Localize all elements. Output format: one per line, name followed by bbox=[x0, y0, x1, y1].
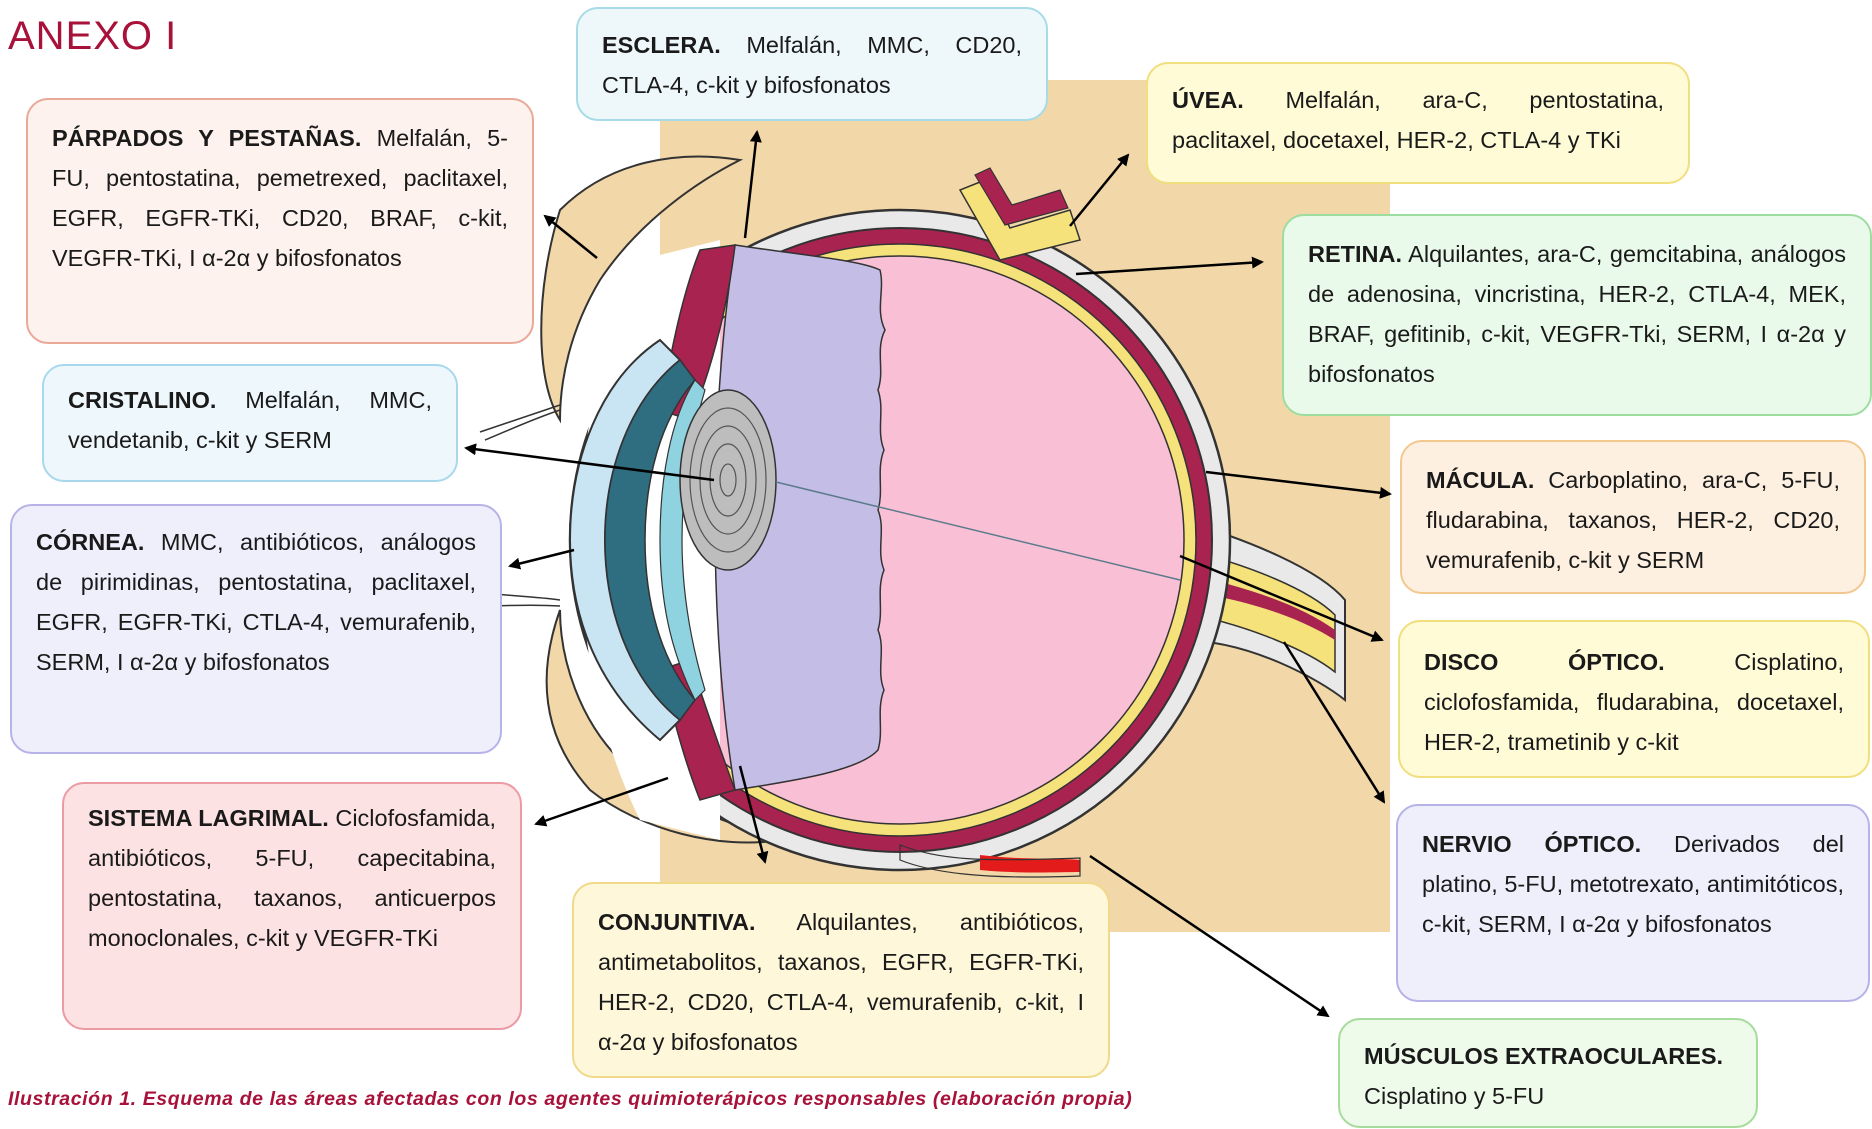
figure-caption: Ilustración 1. Esquema de las áreas afec… bbox=[8, 1088, 1132, 1111]
label-box-cristalino: CRISTALINO. Melfalán, MMC, vendetanib, c… bbox=[42, 364, 458, 482]
label-box-nervio-optico: NERVIO ÓPTICO. Derivados del platino, 5-… bbox=[1396, 804, 1870, 1002]
label-text: Cisplatino y 5-FU bbox=[1364, 1083, 1544, 1109]
label-box-uvea: ÚVEA. Melfalán, ara-C, pentostatina, pac… bbox=[1146, 62, 1690, 184]
label-box-parpados: PÁRPADOS Y PESTAÑAS. Melfalán, 5-FU, pen… bbox=[26, 98, 534, 344]
label-heading: MÚSCULOS EXTRAOCULARES. bbox=[1364, 1043, 1723, 1069]
label-text: Melfalán, ara-C, pentostatina, paclitaxe… bbox=[1172, 87, 1664, 153]
label-box-disco-optico: DISCO ÓPTICO. Cisplatino, ciclofosfamida… bbox=[1398, 620, 1870, 778]
label-heading: RETINA. bbox=[1308, 241, 1402, 267]
label-box-retina: RETINA. Alquilantes, ara-C, gemcitabina,… bbox=[1282, 214, 1872, 416]
label-box-musculos-extraoculares: MÚSCULOS EXTRAOCULARES. Cisplatino y 5-FU bbox=[1338, 1018, 1758, 1128]
label-heading: PÁRPADOS Y PESTAÑAS. bbox=[52, 125, 361, 151]
label-box-macula: MÁCULA. Carboplatino, ara-C, 5-FU, fluda… bbox=[1400, 440, 1866, 594]
label-heading: CÓRNEA. bbox=[36, 529, 144, 555]
label-heading: ESCLERA. bbox=[602, 32, 721, 58]
label-heading: MÁCULA. bbox=[1426, 467, 1534, 493]
label-heading: CONJUNTIVA. bbox=[598, 909, 756, 935]
label-heading: ÚVEA. bbox=[1172, 87, 1244, 113]
label-heading: NERVIO ÓPTICO. bbox=[1422, 831, 1641, 857]
label-heading: CRISTALINO. bbox=[68, 387, 216, 413]
page-title: ANEXO I bbox=[8, 14, 177, 59]
label-heading: SISTEMA LAGRIMAL. bbox=[88, 805, 329, 831]
label-box-cornea: CÓRNEA. MMC, antibióticos, análogos de p… bbox=[10, 504, 502, 754]
label-heading: DISCO ÓPTICO. bbox=[1424, 649, 1665, 675]
label-box-sistema-lagrimal: SISTEMA LAGRIMAL. Ciclofosfamida, antibi… bbox=[62, 782, 522, 1030]
crystalline-lens bbox=[680, 390, 776, 570]
label-box-esclera: ESCLERA. Melfalán, MMC, CD20, CTLA-4, c-… bbox=[576, 7, 1048, 121]
label-box-conjuntiva: CONJUNTIVA. Alquilantes, antibióticos, a… bbox=[572, 882, 1110, 1078]
arrow-cornea bbox=[510, 550, 574, 566]
